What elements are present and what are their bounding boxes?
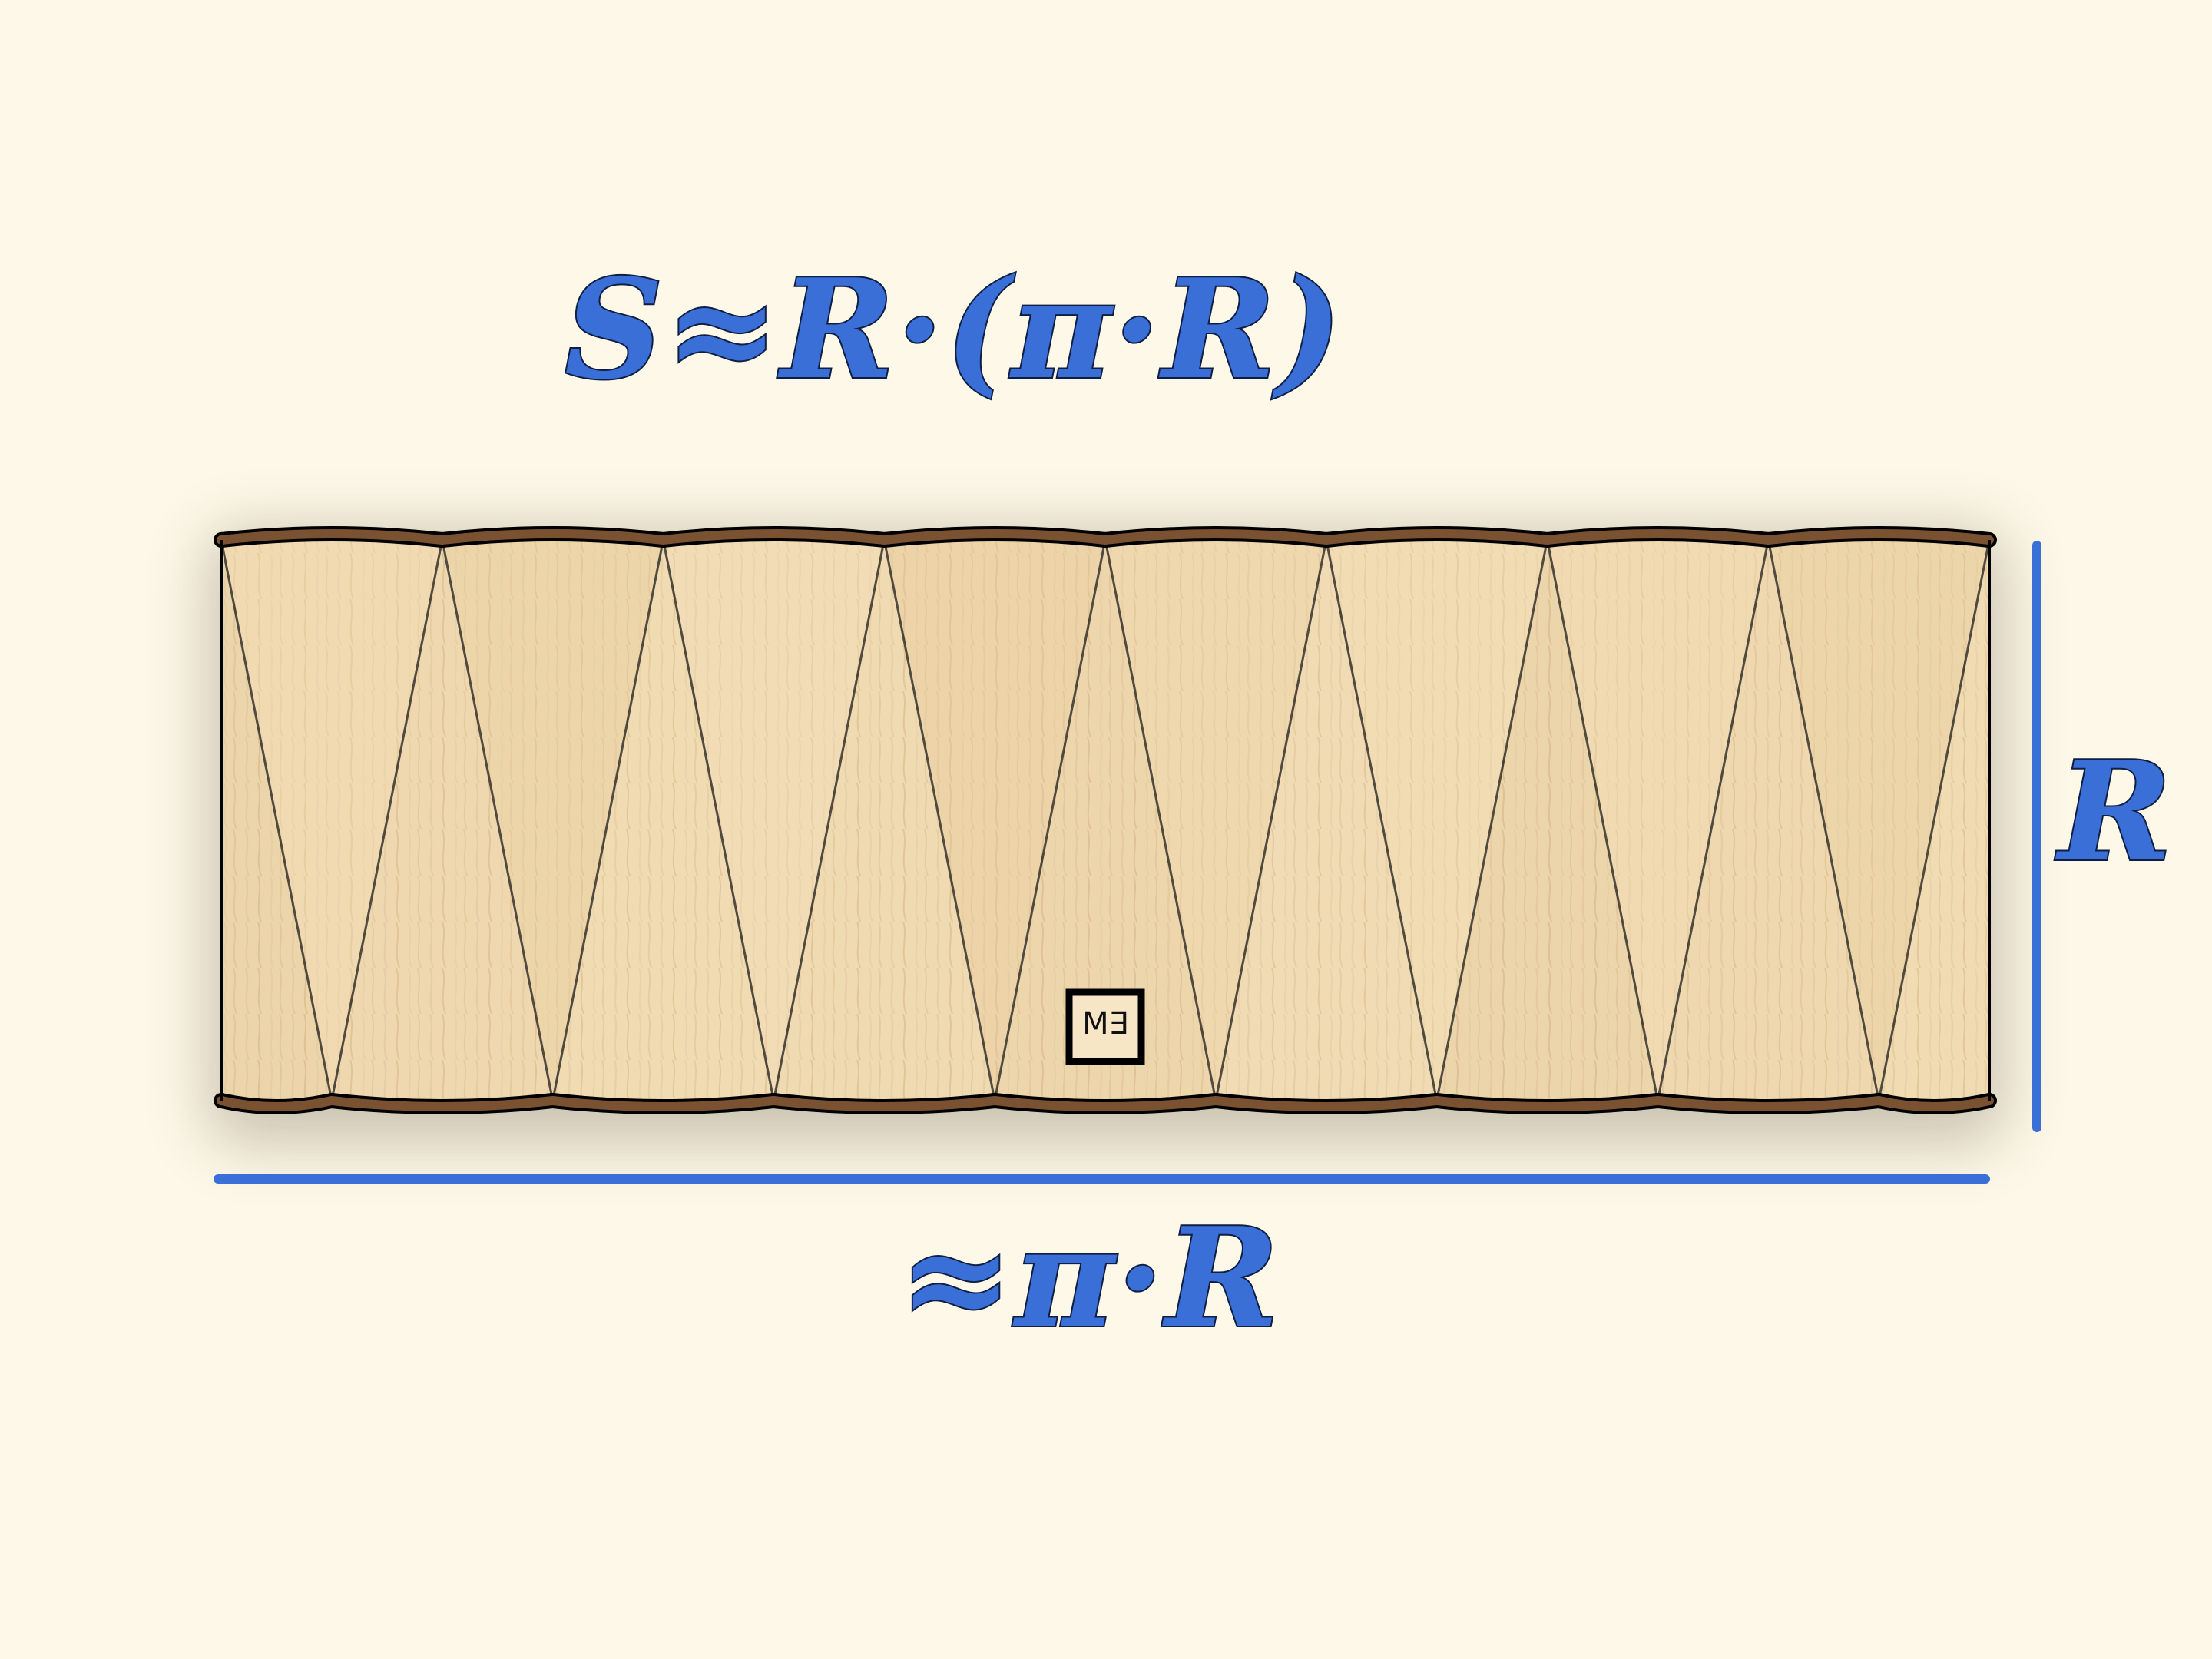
width-label: ≈π·R [897, 1197, 1281, 1358]
strip-rims [214, 526, 1997, 1114]
height-label: R [2057, 731, 2174, 892]
top-rim [217, 529, 1994, 545]
signature-text: M∃ [1082, 1006, 1128, 1041]
area-formula: S≈R·(π·R) [563, 249, 1344, 409]
signature-stamp: M∃ [1065, 988, 1145, 1065]
bottom-rim [217, 1095, 1994, 1111]
